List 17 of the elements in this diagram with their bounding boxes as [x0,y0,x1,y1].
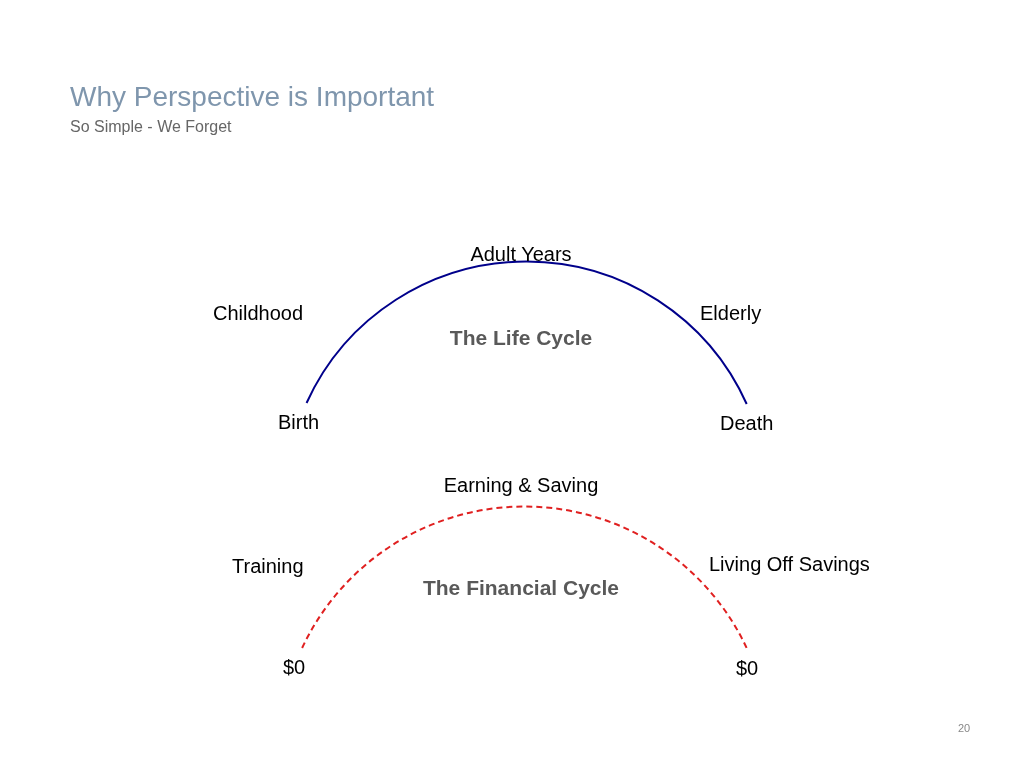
endpoint-label: Birth [278,407,320,437]
arc-line [301,505,749,650]
endpoint-label: $0 [736,653,759,683]
arc-line [305,260,748,405]
stage-label: Training [232,554,304,579]
stage-label: Earning & Saving [443,473,599,498]
subtitle: So Simple - We Forget [70,117,232,137]
cycle-heading: The Life Cycle [449,325,593,351]
stage-label: Living Off Savings [709,552,870,577]
slide-title: Why Perspective is Important [70,80,435,114]
stage-label: Childhood [213,301,304,326]
stage-label: Elderly [700,301,762,326]
endpoint-label: $0 [283,652,306,682]
cycle-heading: The Financial Cycle [422,575,620,601]
stage-label: Adult Years [470,242,572,267]
page-number: 20 [958,721,971,736]
endpoint-label: Death [720,408,774,438]
